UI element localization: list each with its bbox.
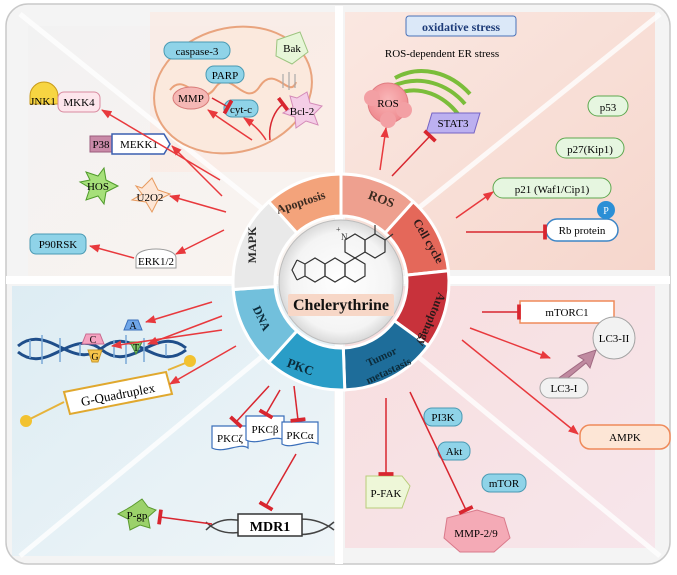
pkc-alpha-node: PKCα	[286, 430, 313, 442]
oxidative-stress-banner: oxidative stress	[422, 20, 500, 34]
ampk-node: AMPK	[609, 432, 641, 444]
base-t: T	[133, 343, 139, 354]
cytc-node: cyt-c	[230, 104, 252, 116]
erk12-node: ERK1/2	[138, 256, 174, 268]
chelerythrine-structure	[291, 225, 394, 283]
caspase3-node: caspase-3	[176, 46, 219, 58]
center-label: Chelerythrine	[293, 297, 389, 314]
rb-node: Rb protein	[559, 225, 606, 237]
mtorc1-node: mTORC1	[545, 307, 588, 319]
p38-node: P38	[92, 139, 110, 151]
p21-node: p21 (Waf1/Cip1)	[515, 184, 590, 196]
ros-group: oxidative stress ROS-dependent ER stress…	[364, 15, 517, 177]
svg-text:N: N	[341, 232, 348, 242]
mkk4-node: MKK4	[63, 97, 95, 109]
bcl2-node: Bcl-2	[290, 106, 314, 118]
mmp-cytc-inhibit	[211, 97, 234, 115]
pkc-group: PKCζ PKCβ PKCα MDR1 P-gp	[116, 385, 335, 537]
metastasis-group: PI3K Akt mTOR P-FAK MMP-2/9	[365, 391, 527, 553]
sector-wedge-mapk	[231, 199, 299, 292]
pkc-zeta-node: PKCζ	[217, 433, 243, 445]
er-stress-label: ROS-dependent ER stress	[385, 48, 499, 60]
u2o2-node: U2O2	[137, 192, 164, 204]
mmp29-node: MMP-2/9	[454, 528, 498, 540]
central-ring	[231, 172, 451, 392]
base-c: C	[90, 335, 97, 346]
mdr1-node: MDR1	[250, 520, 290, 535]
mekk1-node: MEKK1	[120, 139, 158, 151]
mmp-node: MMP	[178, 93, 204, 105]
center-hub: N + Chelerythrine	[278, 219, 404, 345]
pkc-beta-node: PKCβ	[252, 424, 279, 436]
mapk-group: JNK1 MKK4 P38 MEKK1 HOS U2O2 P90RSK ERK1…	[29, 81, 227, 269]
cell-cycle-group: p53 p27(Kip1) p21 (Waf1/Cip1) Rb protein…	[455, 95, 629, 242]
lc3ii-node: LC3-II	[599, 333, 630, 345]
pi3k-node: PI3K	[431, 412, 454, 424]
svg-text:+: +	[336, 225, 341, 234]
p27-node: p27(Kip1)	[567, 144, 613, 156]
pgp-node: P-gp	[127, 510, 148, 522]
phospho-badge: P	[603, 206, 609, 217]
sector-mapk: MAPK	[245, 226, 259, 263]
dna-group: A T C G G-Quadruplex	[17, 301, 237, 427]
lc3i-node: LC3-I	[551, 383, 578, 395]
akt-node: Akt	[446, 446, 463, 458]
p90rsk-node: P90RSK	[39, 239, 78, 251]
stat3-node: STAT3	[438, 118, 469, 130]
mtor-node: mTOR	[489, 478, 520, 490]
jnk1-node: JNK1	[30, 96, 56, 108]
apoptosis-group: caspase-3 PARP MMP cyt-c Bak Bcl-2	[153, 25, 323, 155]
ros-node: ROS	[377, 98, 398, 110]
base-g: G	[91, 352, 98, 363]
parp-node: PARP	[212, 70, 239, 82]
base-a: A	[129, 321, 137, 332]
bak-node: Bak	[283, 43, 301, 55]
hos-node: HOS	[87, 181, 109, 193]
pfak-node: P-FAK	[371, 488, 402, 500]
p53-node: p53	[600, 102, 617, 114]
autophagy-group: mTORC1 LC3-II LC3-I AMPK	[461, 300, 671, 450]
